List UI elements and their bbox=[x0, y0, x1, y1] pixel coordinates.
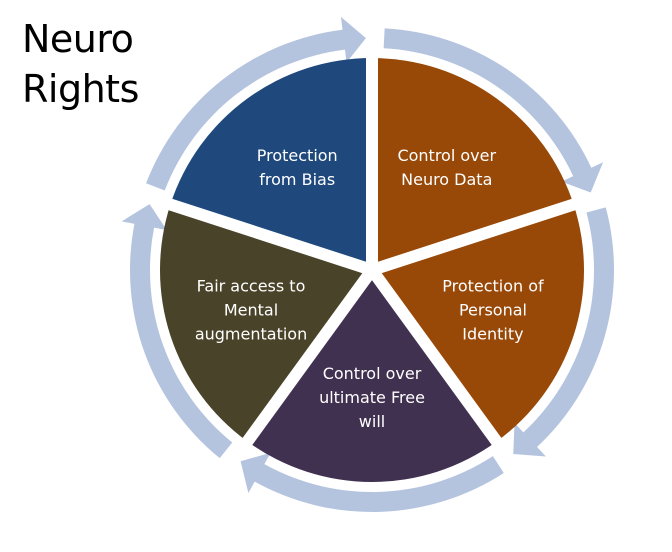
segment-fair-access-to-mental-augmentation bbox=[160, 204, 372, 442]
segment-label-control-over-ultimate-free-will: Control over ultimate Free will bbox=[319, 364, 425, 431]
segment-label-line: will bbox=[359, 412, 385, 431]
segment-label-line: augmentation bbox=[195, 324, 307, 343]
segment-control-over-ultimate-free-will bbox=[247, 270, 497, 482]
segment-label-line: ultimate Free bbox=[319, 388, 425, 407]
segment-label-line: Mental bbox=[224, 300, 278, 319]
segment-label-fair-access-to-mental-augmentation: Fair access to Mental augmentation bbox=[195, 276, 307, 343]
segment-protection-of-personal-identity bbox=[372, 204, 584, 442]
cycle-segments bbox=[160, 58, 584, 482]
cycle-arrow-control-over-neuro-data bbox=[383, 28, 604, 193]
segment-label-line: Fair access to bbox=[197, 276, 306, 295]
segment-divider bbox=[120, 183, 374, 276]
segment-label-line: Neuro Data bbox=[401, 170, 492, 189]
title-line-2: Rights bbox=[22, 67, 139, 111]
segment-divider bbox=[367, 266, 531, 486]
diagram-title: Neuro Rights bbox=[22, 14, 139, 114]
segment-label-line: from Bias bbox=[259, 170, 335, 189]
segment-label-line: Protection bbox=[257, 146, 338, 165]
segment-label-line: Identity bbox=[462, 324, 523, 343]
cycle-arrow-protection-from-bias bbox=[146, 16, 366, 191]
cycle-arrow-protection-of-personal-identity bbox=[513, 207, 614, 457]
segment-divider bbox=[213, 266, 377, 486]
title-line-1: Neuro bbox=[22, 17, 134, 61]
segment-label-line: Control over bbox=[323, 364, 422, 383]
segment-label-line: Protection of bbox=[442, 276, 544, 295]
segment-label-protection-from-bias: Protection from Bias bbox=[257, 146, 338, 189]
segment-label-line: Personal bbox=[459, 300, 527, 319]
cycle-arrow-fair-access-to-mental-augmentation bbox=[121, 204, 233, 459]
segment-divider bbox=[370, 183, 624, 276]
cycle-arrow-control-over-ultimate-free-will bbox=[240, 452, 504, 512]
segment-label-line: Control over bbox=[397, 146, 496, 165]
cycle-arrows bbox=[121, 16, 614, 512]
